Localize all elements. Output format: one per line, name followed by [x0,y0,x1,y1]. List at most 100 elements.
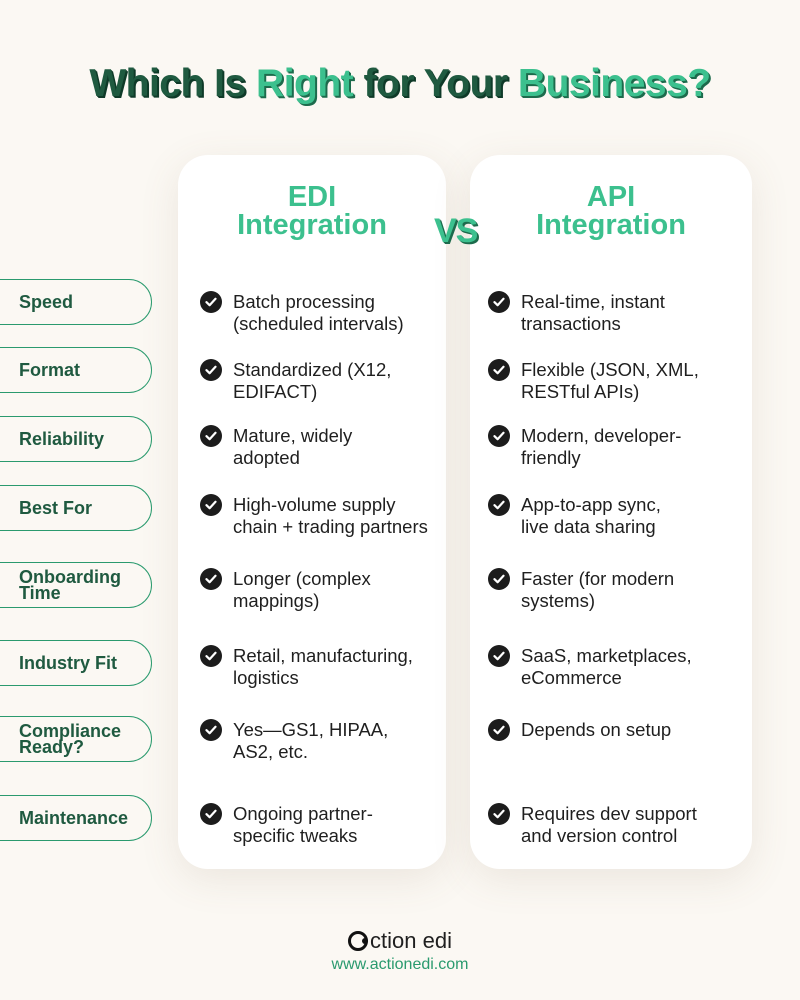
edi-cell-line: adopted [233,447,300,468]
api-cell-line: Faster (for modern [521,568,675,589]
api-cell-line: friendly [521,447,581,468]
check-circle-icon [488,359,510,381]
action-edi-logo-icon [348,931,369,951]
check-circle-icon [200,291,222,313]
api-cell-row-4: App-to-app sync,live data sharing [488,494,661,538]
api-cell-line: Real-time, instant [521,291,665,312]
edi-heading-line1: EDI [287,181,337,213]
check-circle-icon [488,803,510,825]
edi-cell-line: Batch processing [233,291,375,312]
api-cell-line: transactions [521,313,621,334]
row-label-compliance-line2: Ready? [19,737,85,757]
check-circle-icon [488,719,510,741]
api-heading-line2: Integration [536,209,686,241]
api-cell-row-6: SaaS, marketplaces,eCommerce [488,645,692,689]
vs-label: VS [434,212,478,250]
api-cell-line: eCommerce [521,667,622,688]
page-title: Which Is Right for Your Business? [0,62,800,106]
check-circle-icon [200,359,222,381]
row-label-speed: Speed [0,279,152,325]
api-cell-text: SaaS, marketplaces,eCommerce [521,645,692,689]
api-cell-line: systems) [521,590,595,611]
title-part-4: Business? [517,62,711,105]
edi-cell-line: EDIFACT) [233,381,318,402]
edi-cell-line: Ongoing partner- [233,803,373,824]
edi-cell-line: (scheduled intervals) [233,313,404,334]
edi-cell-line: AS2, etc. [233,741,309,762]
edi-cell-text: Retail, manufacturing,logistics [233,645,413,689]
edi-cell-line: chain + trading partners [233,516,428,537]
edi-cell-text: Yes—GS1, HIPAA,AS2, etc. [233,719,388,763]
footer-url[interactable]: www.actionedi.com [331,956,469,973]
api-cell-text: App-to-app sync,live data sharing [521,494,661,538]
edi-cell-text: Standardized (X12,EDIFACT) [233,359,391,403]
edi-cell-row-1: Batch processing(scheduled intervals) [200,291,404,335]
footer-brand: ction edi [370,928,452,953]
edi-heading-line2: Integration [237,209,387,241]
edi-cell-row-2: Standardized (X12,EDIFACT) [200,359,391,403]
edi-cell-row-7: Yes—GS1, HIPAA,AS2, etc. [200,719,388,763]
api-cell-line: Requires dev support [521,803,697,824]
row-label-reliability: Reliability [0,416,152,462]
edi-cell-line: Mature, widely [233,425,353,446]
row-label-industry-fit: Industry Fit [0,640,152,686]
edi-cell-line: specific tweaks [233,825,358,846]
row-label-maintenance: Maintenance [0,795,152,841]
api-cell-line: App-to-app sync, [521,494,661,515]
api-cell-row-2: Flexible (JSON, XML,RESTful APIs) [488,359,699,403]
title-part-1: Which Is [89,62,257,105]
check-circle-icon [488,494,510,516]
edi-cell-line: High-volume supply [233,494,396,515]
edi-cell-line: Retail, manufacturing, [233,645,413,666]
api-cell-row-3: Modern, developer-friendly [488,425,681,469]
edi-cell-line: Longer (complex [233,568,371,589]
edi-heading: EDI Integration [178,181,446,241]
row-label-best-for: Best For [0,485,152,531]
api-cell-text: Modern, developer-friendly [521,425,681,469]
title-part-2: Right [256,62,354,105]
edi-cell-line: logistics [233,667,299,688]
api-heading-line1: API [586,181,636,213]
api-cell-line: Flexible (JSON, XML, [521,359,699,380]
edi-cell-line: Standardized (X12, [233,359,392,380]
check-circle-icon [200,568,222,590]
edi-cell-row-8: Ongoing partner-specific tweaks [200,803,373,847]
row-label-onboarding-line1: Onboarding [19,567,121,587]
footer-logo: ction edi [0,928,800,954]
api-cell-text: Flexible (JSON, XML,RESTful APIs) [521,359,699,403]
api-cell-line: RESTful APIs) [521,381,640,402]
api-cell-line: Modern, developer- [521,425,682,446]
row-label-compliance-line1: Compliance [19,721,122,741]
api-cell-row-7: Depends on setup [488,719,671,741]
check-circle-icon [200,425,222,447]
edi-cell-line: Yes—GS1, HIPAA, [233,719,389,740]
api-cell-line: SaaS, marketplaces, [521,645,692,666]
edi-cell-text: Ongoing partner-specific tweaks [233,803,373,847]
check-circle-icon [200,494,222,516]
edi-cell-text: Batch processing(scheduled intervals) [233,291,404,335]
row-label-format: Format [0,347,152,393]
check-circle-icon [200,803,222,825]
api-heading: API Integration [470,181,752,241]
check-circle-icon [488,645,510,667]
title-part-3: for Your [353,62,518,105]
check-circle-icon [488,568,510,590]
edi-cell-line: mappings) [233,590,320,611]
row-label-onboarding-line2: Time [19,583,61,603]
api-cell-line: and version control [521,825,678,846]
api-cell-line: Depends on setup [521,719,672,740]
